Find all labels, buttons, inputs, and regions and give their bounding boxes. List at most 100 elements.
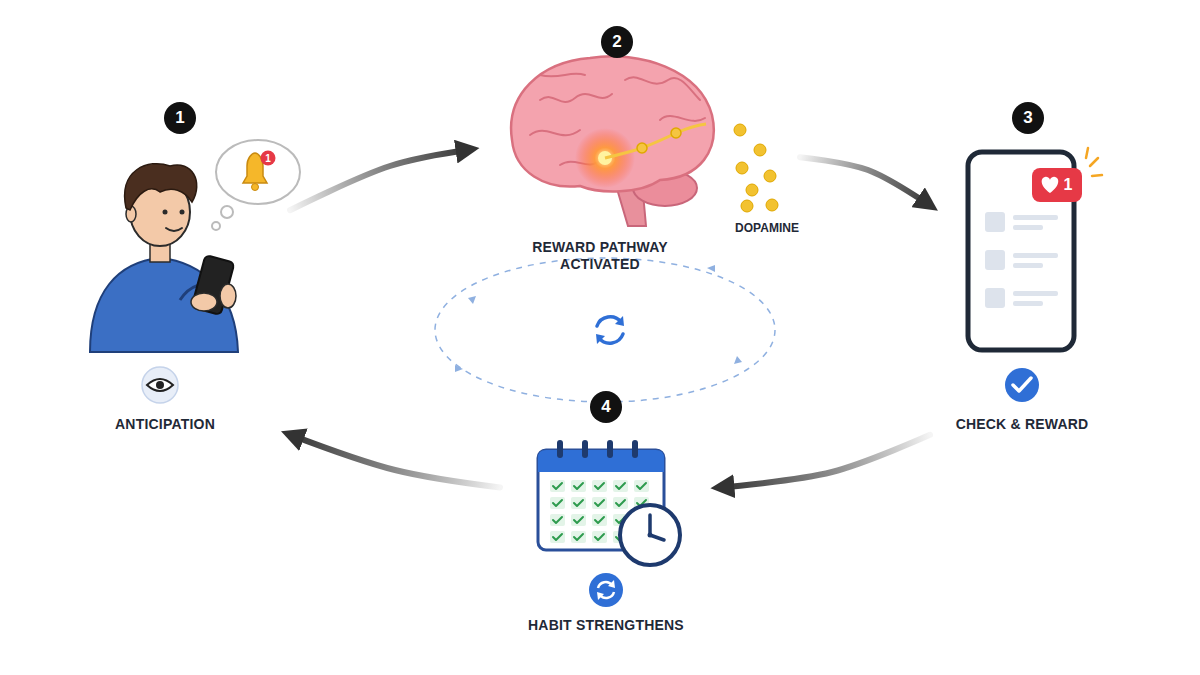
calendar-check xyxy=(574,500,583,506)
calendar-cell xyxy=(571,514,586,526)
repeat-icon xyxy=(589,573,623,607)
stage-label: HABIT STRENGTHENS xyxy=(501,617,711,634)
pathway-node xyxy=(671,128,681,138)
cycle-arrowhead xyxy=(596,334,605,344)
calendar-cell xyxy=(550,480,565,492)
calendar-cell xyxy=(550,514,565,526)
check-circle xyxy=(1005,368,1039,402)
calendar-ring xyxy=(582,440,588,458)
dopamine-dot xyxy=(736,162,748,174)
like-badge xyxy=(1032,168,1082,202)
calendar-check xyxy=(637,483,646,489)
calendar-cell xyxy=(592,531,607,543)
calendar-ring xyxy=(607,440,613,458)
calendar-illustration xyxy=(538,440,680,565)
cycle-arrow xyxy=(800,157,930,205)
cycle-arc xyxy=(597,317,621,326)
notification-badge xyxy=(261,151,276,166)
calendar-check xyxy=(553,483,562,489)
list-line xyxy=(1013,291,1058,296)
calendar-cell xyxy=(592,514,607,526)
list-line xyxy=(1013,253,1058,258)
calendar-cell xyxy=(571,497,586,509)
person-hand xyxy=(191,293,217,311)
calendar-check xyxy=(595,534,604,540)
heart-icon xyxy=(1042,177,1059,193)
calendar-check xyxy=(595,483,604,489)
callout-number: 3 xyxy=(1012,102,1044,134)
calendar-cell xyxy=(592,497,607,509)
cycle-arrow xyxy=(720,435,930,488)
stage-node: 2REWARD PATHWAY ACTIVATED xyxy=(470,22,800,277)
eye-icon xyxy=(142,367,178,403)
list-thumb xyxy=(985,288,1005,308)
dopamine-dot xyxy=(766,199,778,211)
clock-face xyxy=(620,505,680,565)
calendar-check xyxy=(595,500,604,506)
bell-clapper xyxy=(252,184,259,191)
phone-illustration xyxy=(968,148,1102,350)
eye-pupil xyxy=(156,381,164,389)
clock-pin xyxy=(648,533,653,538)
calendar-cell xyxy=(592,480,607,492)
stage-label: REWARD PATHWAY ACTIVATED xyxy=(518,239,683,273)
calendar-check xyxy=(574,483,583,489)
eye-shape xyxy=(147,379,173,391)
eye-icon-circle xyxy=(142,367,178,403)
calendar-ring xyxy=(557,440,563,458)
person-eye xyxy=(163,210,168,215)
check-icon xyxy=(1005,368,1039,402)
person-eye xyxy=(180,210,185,215)
brain-illustration xyxy=(511,56,778,226)
list-line xyxy=(1013,215,1058,220)
dopamine-dot xyxy=(764,170,776,182)
calendar-check xyxy=(553,500,562,506)
repeat-circle xyxy=(589,573,623,607)
person-hair xyxy=(125,164,197,210)
calendar-header xyxy=(538,450,664,472)
cycle-arrow xyxy=(290,150,470,211)
person-smile xyxy=(166,228,182,231)
calendar-check xyxy=(616,483,625,489)
ring-arrowhead xyxy=(455,365,463,372)
person-hand xyxy=(220,284,236,308)
repeat-arrowhead xyxy=(608,580,615,588)
calendar-check xyxy=(574,534,583,540)
callout-number: 4 xyxy=(590,391,622,423)
cycle-ring xyxy=(435,258,775,402)
ring-arrowhead xyxy=(734,356,742,364)
callout-number: 2 xyxy=(601,26,633,58)
calendar-check xyxy=(553,517,562,523)
badge-count: 1 xyxy=(1064,176,1073,194)
calendar-ring xyxy=(632,440,638,458)
callout-number: 1 xyxy=(164,102,196,134)
stage-node: 1ANTICIPATION xyxy=(70,98,290,438)
person-illustration xyxy=(90,164,238,352)
calendar-cell xyxy=(571,531,586,543)
dopamine-dot xyxy=(746,184,758,196)
bubble-dot xyxy=(221,206,233,218)
cycle-arrow xyxy=(290,435,500,488)
dopamine-dot xyxy=(754,144,766,156)
brain-cortex xyxy=(511,56,714,191)
stage-label: ANTICIPATION xyxy=(65,416,265,433)
calendar-cell xyxy=(613,480,628,492)
check-mark xyxy=(1013,378,1031,391)
phone-frame xyxy=(968,152,1074,350)
stage-node: 3CHECK & REWARD xyxy=(930,95,1110,440)
calendar-cell xyxy=(550,497,565,509)
bubble-dot xyxy=(212,222,220,230)
calendar-check xyxy=(595,517,604,523)
calendar-cell xyxy=(550,531,565,543)
list-line xyxy=(1013,263,1043,268)
repeat-arrowhead xyxy=(597,592,604,600)
dopamine-dot xyxy=(734,124,746,136)
sparkle-lines xyxy=(1086,148,1102,176)
ring-arrowhead xyxy=(468,296,476,304)
stage-label: CHECK & REWARD xyxy=(932,416,1112,433)
thought-bubble xyxy=(212,140,300,230)
calendar-check xyxy=(574,517,583,523)
